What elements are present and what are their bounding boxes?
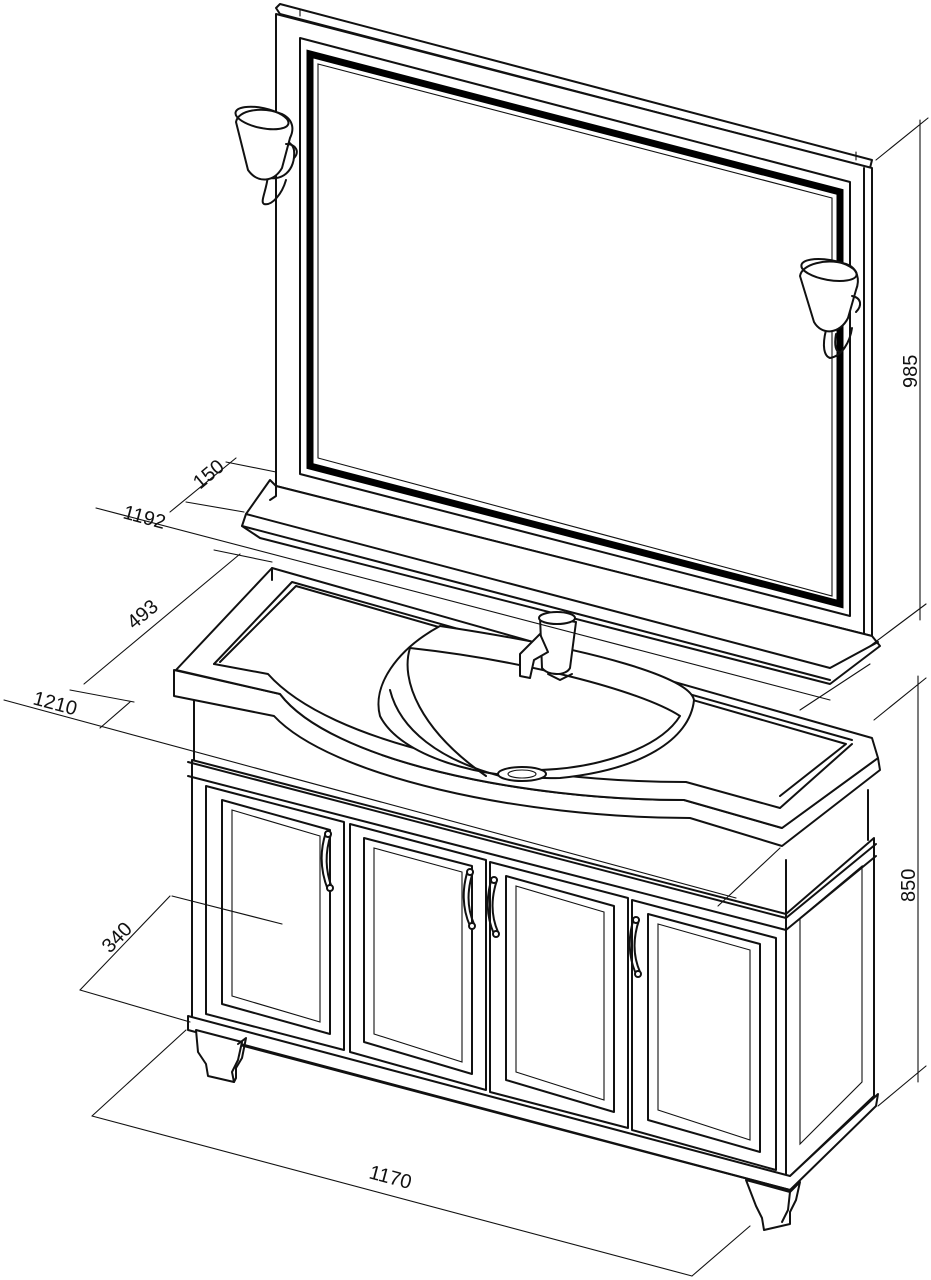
door-2 (349, 823, 487, 1091)
wall-lamp-right (799, 258, 862, 359)
cabinet-doors (205, 785, 777, 1171)
wall-lamp-left (234, 105, 298, 206)
dim-top-width: 1210 (31, 688, 80, 721)
dimension-lines (3, 117, 929, 1277)
dim-top-depth: 493 (123, 596, 163, 634)
dim-cabinet-height: 850 (898, 869, 920, 902)
door-handles (320, 830, 642, 978)
dim-mirror-width: 1192 (121, 502, 168, 534)
dim-mirror-height: 985 (900, 355, 922, 388)
countertop-basin (173, 567, 881, 847)
dim-shelf-depth: 150 (189, 456, 229, 494)
mirror (241, 3, 881, 685)
faucet (519, 611, 577, 681)
dim-cabinet-width: 1170 (367, 1162, 414, 1194)
dim-cabinet-depth: 340 (98, 918, 137, 957)
door-4 (631, 899, 777, 1171)
door-3 (489, 861, 629, 1129)
door-1 (205, 785, 345, 1051)
